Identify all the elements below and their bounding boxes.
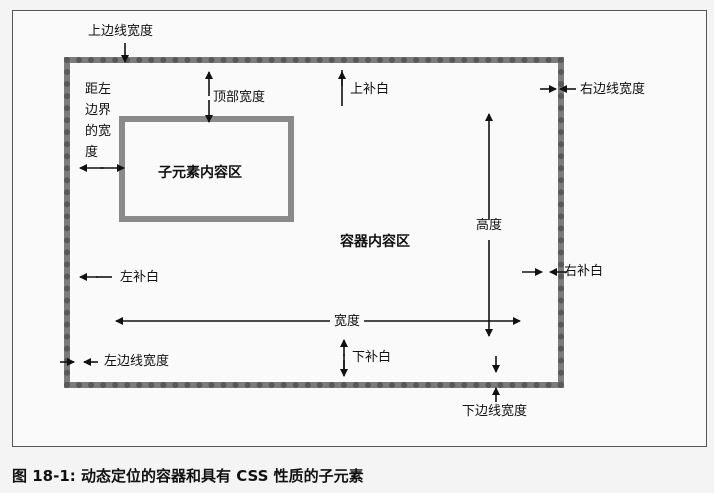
label-left-margin-2: 边界 xyxy=(85,103,112,118)
dimension-arrows xyxy=(60,43,576,402)
label-top-padding: 上补白 xyxy=(350,82,390,97)
label-top-border-width: 上边线宽度 xyxy=(88,24,154,39)
label-top-offset-width: 顶部宽度 xyxy=(213,90,266,105)
label-container-content-area: 容器内容区 xyxy=(340,234,410,250)
figure-caption: 图 18-1: 动态定位的容器和具有 CSS 性质的子元素 xyxy=(12,467,364,485)
label-bottom-border-width: 下边线宽度 xyxy=(462,404,528,419)
label-right-padding: 右补白 xyxy=(564,264,604,279)
label-child-content-area: 子元素内容区 xyxy=(158,165,242,181)
label-bottom-padding: 下补白 xyxy=(352,350,392,365)
label-height: 高度 xyxy=(476,218,503,233)
label-left-padding: 左补白 xyxy=(120,270,160,285)
label-right-border-width: 右边线宽度 xyxy=(580,82,646,97)
label-left-border-width: 左边线宽度 xyxy=(104,354,170,369)
label-left-margin-3: 的宽 xyxy=(85,124,112,139)
label-width: 宽度 xyxy=(334,314,361,329)
container-box xyxy=(64,57,564,388)
label-left-margin-4: 度 xyxy=(85,145,99,160)
container-border-texture xyxy=(64,57,564,388)
label-left-margin-1: 距左 xyxy=(85,82,112,97)
